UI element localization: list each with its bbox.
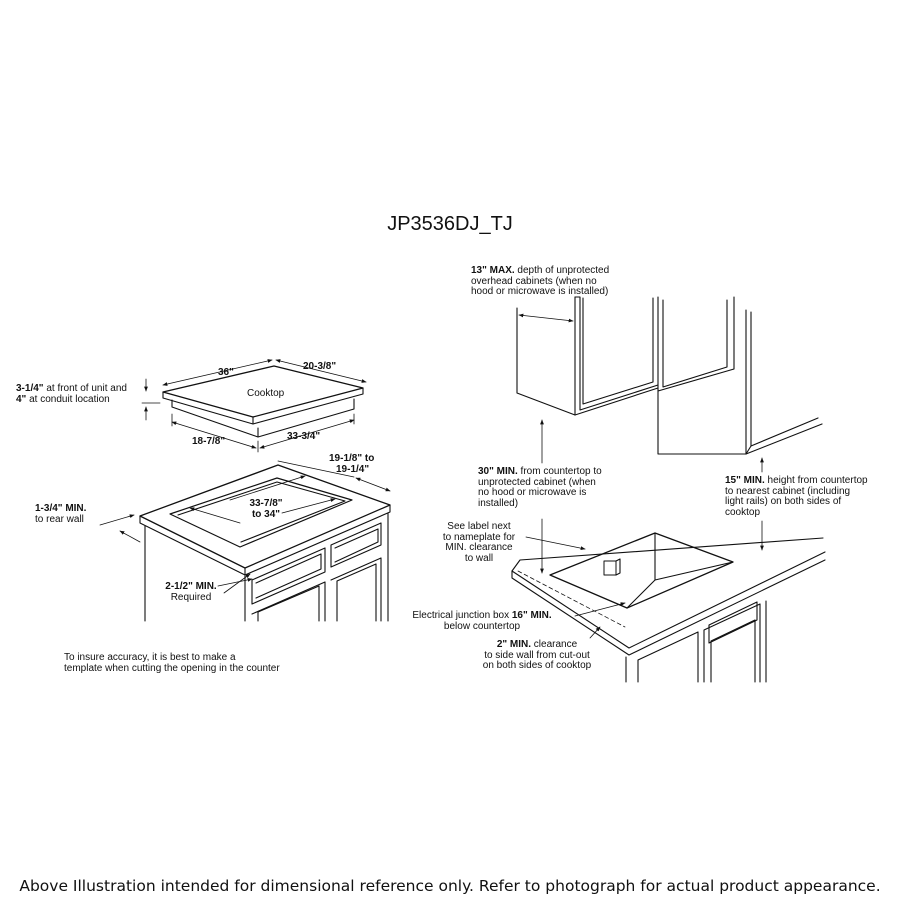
left-cabinet xyxy=(144,512,389,622)
height-note: 3-1/4" at front of unit and 4" at condui… xyxy=(16,383,127,405)
upper-cabinets xyxy=(516,296,823,455)
width-dim: 36" xyxy=(218,367,234,378)
cooktop-dimensions xyxy=(141,359,367,453)
cooktop-label: Cooktop xyxy=(247,388,285,399)
right-countertop xyxy=(511,532,826,656)
rear-wall-note: 1-3/4" MIN.to rear wall xyxy=(35,503,87,525)
side-wall-note: 2" MIN. clearance to side wall from cut-… xyxy=(482,639,592,671)
front-clearance-note: 2-1/2" MIN.Required xyxy=(165,581,217,603)
left-counter-dimensions xyxy=(99,460,391,594)
base-depth-dim: 18-7/8" xyxy=(192,436,226,447)
base-width-dim: 33-3/4" xyxy=(287,431,321,442)
depth-dim: 20-3/8" xyxy=(303,361,337,372)
template-note: To insure accuracy, it is best to make a… xyxy=(64,652,280,674)
nameplate-label-note: See label next to nameplate for MIN. cle… xyxy=(442,521,516,564)
right-counter-dimensions xyxy=(517,536,626,639)
cutout-width-dim: 33-7/8"to 34" xyxy=(249,498,283,520)
cabinet-depth-note: 13" MAX. depth of unprotected overhead c… xyxy=(471,265,610,297)
model-title: JP3536DJ_TJ xyxy=(387,213,513,235)
right-lower-cabinet xyxy=(625,600,767,683)
cabinet-15-clearance-note: 15" MIN. height from countertop to neare… xyxy=(725,475,868,518)
left-counter xyxy=(139,464,391,576)
footer-disclaimer: Above Illustration intended for dimensio… xyxy=(19,877,881,895)
cabinet-30-clearance-note: 30" MIN. from countertop to unprotected … xyxy=(478,466,602,509)
junction-box-note: Electrical junction box 16" MIN. below c… xyxy=(412,610,552,632)
upper-cabinet-dimensions xyxy=(518,313,764,574)
